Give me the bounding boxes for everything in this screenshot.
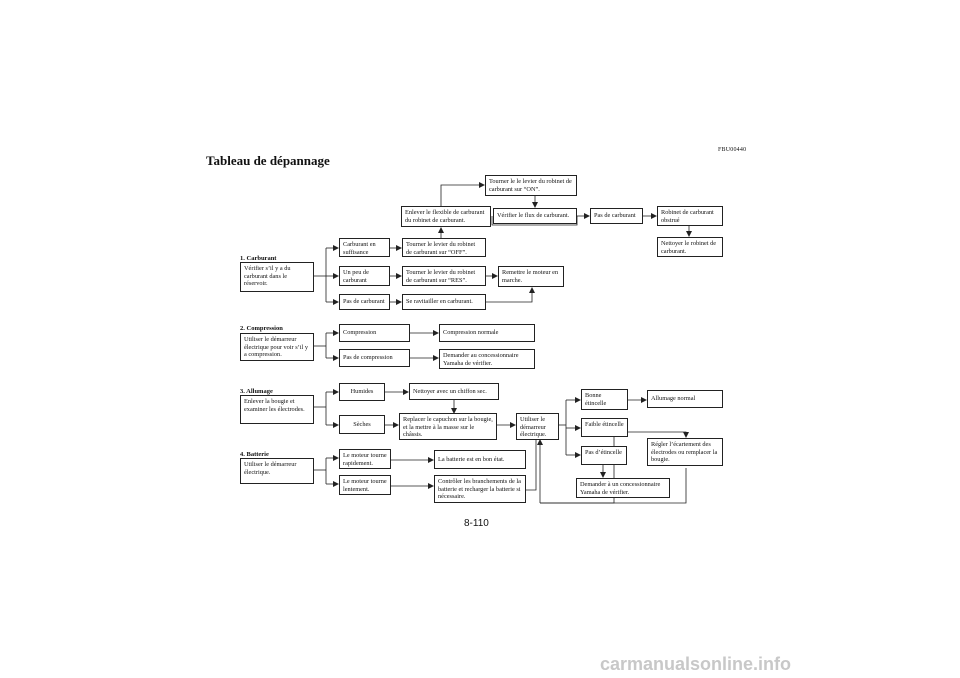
box-comp-normal: Compression normale — [439, 324, 535, 342]
box-weak-spark: Faible étincelle — [581, 418, 628, 437]
section-battery-label: 4. Batterie — [240, 451, 269, 458]
box-lever-on: Tourner le le levier du robinet de carbu… — [485, 175, 577, 196]
box-cock-clogged: Robinet de carburant obstrué — [657, 206, 723, 226]
box-lever-res: Tourner le levier du robinet de carburan… — [402, 266, 486, 286]
box-fuel-check: Vérifier s’il y a du carburant dans le r… — [240, 262, 314, 292]
box-no-fuel: Pas de carburant — [590, 208, 643, 224]
box-ignition-dealer: Demander à un concessionnaire Yamaha de … — [576, 478, 670, 498]
box-clean-cock: Nettoyer le robinet de carburant. — [657, 237, 723, 257]
box-use-starter: Utiliser le démarreur électrique. — [516, 413, 559, 440]
page-title: Tableau de dépannage — [206, 153, 330, 168]
section-ignition-label: 3. Allumage — [240, 388, 273, 395]
box-replace-cap: Replacer le capuchon sur la bougie, et l… — [399, 413, 497, 440]
box-no-spark: Pas d’étincelle — [581, 446, 627, 465]
box-battery-ok: La batterie est en bon état. — [434, 450, 526, 469]
box-fuel-none: Pas de carburant — [339, 294, 390, 310]
box-good-spark: Bonne étincelle — [581, 389, 628, 410]
box-normal-ignition: Allumage normal — [647, 390, 723, 408]
document-code: FBU00440 — [718, 147, 747, 153]
box-dry: Sèches — [339, 415, 385, 434]
box-remove-hose: Enlever le flexible de carburant du robi… — [401, 206, 491, 227]
box-adjust-gap: Régler l’écartement des électrodes ou re… — [647, 438, 723, 466]
box-check-battery: Contrôler les branchements de la batteri… — [434, 475, 526, 503]
box-fuel-enough: Carburant en suffisance — [339, 238, 390, 257]
box-engine-fast: Le moteur tourne rapidement. — [339, 449, 391, 469]
box-comp-dealer: Demander au concessionnaire Yamaha de vé… — [439, 349, 535, 369]
box-engine-slow: Le moteur tourne lentement. — [339, 475, 391, 495]
box-comp-check: Utiliser le démarreur électrique pour vo… — [240, 333, 314, 361]
page-number: 8-110 — [464, 518, 489, 529]
box-battery-check: Utiliser le démarreur électrique. — [240, 458, 314, 484]
box-refuel: Se ravitailler en carburant. — [402, 294, 486, 310]
box-plug-check: Enlever la bougie et examiner les électr… — [240, 395, 314, 424]
box-restart: Remettre le moteur en marche. — [498, 266, 564, 287]
box-wet: Humides — [339, 383, 385, 401]
section-fuel-label: 1. Carburant — [240, 255, 277, 262]
box-lever-off: Tourner le levier du robinet de carburan… — [402, 238, 486, 257]
watermark: carmanualsonline.info — [600, 654, 792, 674]
box-comp-yes: Compression — [339, 324, 410, 342]
box-fuel-little: Un peu de carburant — [339, 266, 390, 286]
section-compression-label: 2. Compression — [240, 325, 283, 332]
box-comp-no: Pas de compression — [339, 349, 410, 367]
box-wipe: Nettoyer avec un chiffon sec. — [409, 383, 499, 400]
box-check-flow: Vérifier le flux de carburant. — [493, 208, 577, 224]
